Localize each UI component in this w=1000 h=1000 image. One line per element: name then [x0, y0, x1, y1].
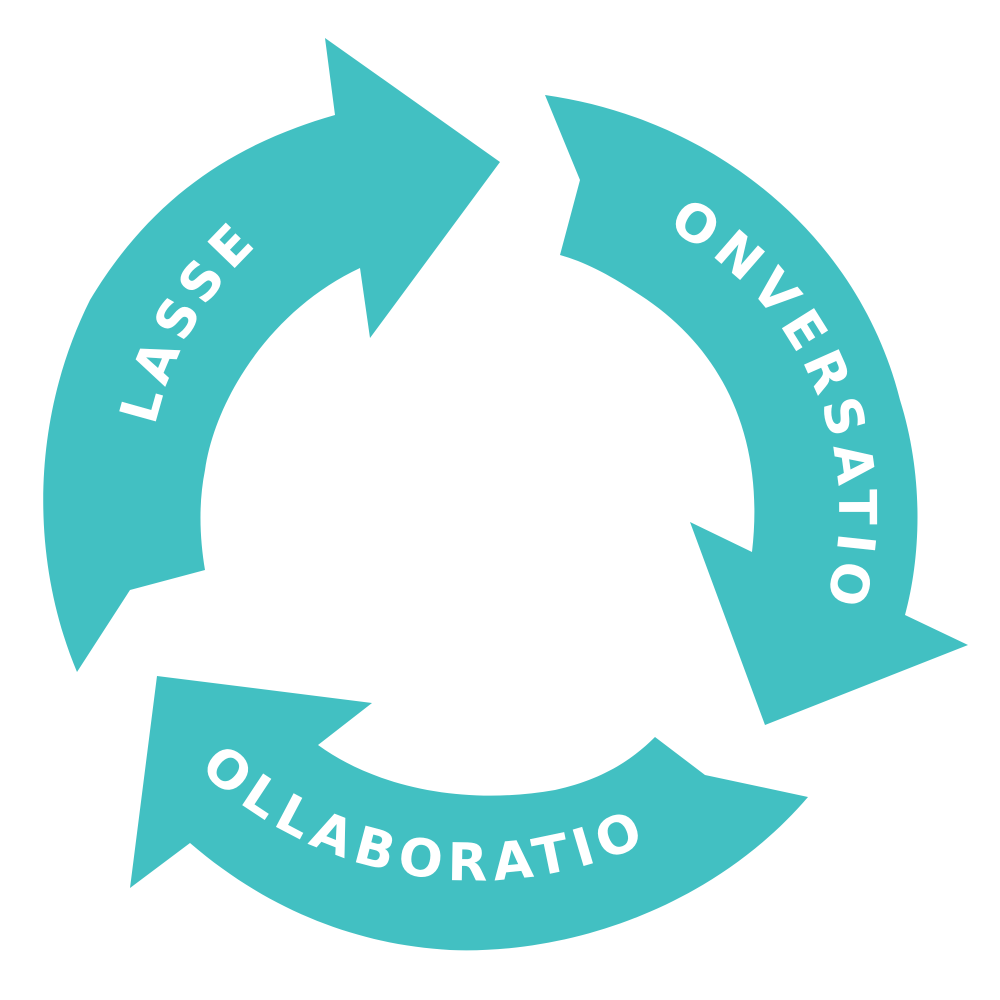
arrow-classes-shape — [43, 38, 500, 672]
arrow-collaboration-shape — [130, 676, 808, 951]
arrow-classes: CLASSES — [0, 0, 500, 672]
arrow-conversation-shape — [545, 95, 968, 725]
